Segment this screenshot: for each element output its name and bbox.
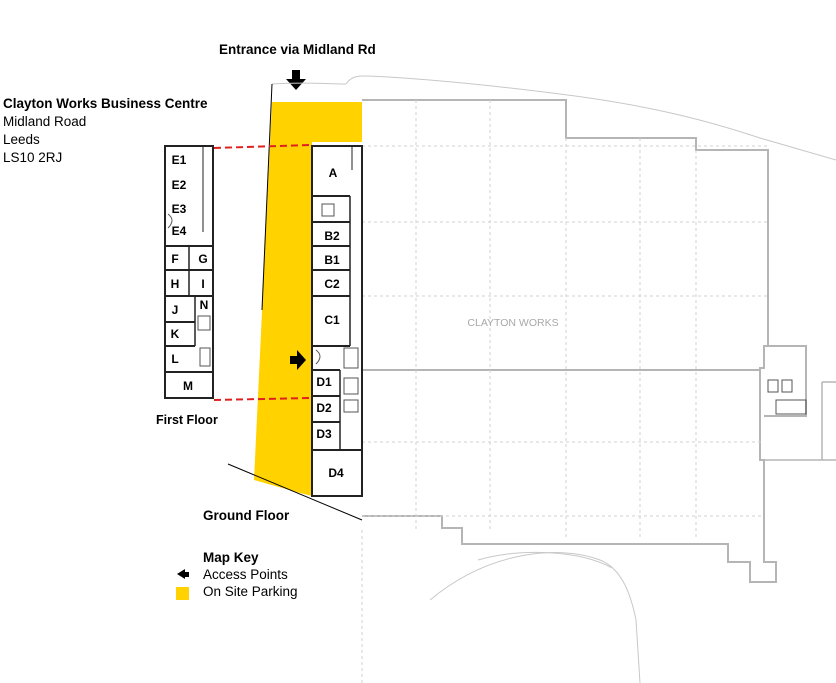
ground-floor-label: Ground Floor bbox=[203, 508, 290, 523]
unit-E4: E4 bbox=[172, 224, 187, 238]
boundary-line-bottom bbox=[227, 463, 363, 521]
first-floor-plan bbox=[164, 145, 214, 399]
arrow-down-icon bbox=[286, 70, 306, 90]
first-floor-details bbox=[167, 213, 211, 367]
parking-swatch bbox=[176, 587, 189, 600]
map-key-parking-label: On Site Parking bbox=[203, 584, 298, 599]
address-line-2: Leeds bbox=[3, 132, 40, 147]
unit-I: I bbox=[201, 277, 204, 291]
floor-connector-lines bbox=[213, 144, 311, 401]
unit-E1: E1 bbox=[172, 153, 187, 167]
unit-E3: E3 bbox=[172, 202, 187, 216]
stair-detail bbox=[767, 379, 807, 415]
ground-floor-details bbox=[315, 203, 359, 413]
unit-D3: D3 bbox=[316, 427, 332, 441]
unit-B1: B1 bbox=[324, 253, 340, 267]
unit-M: M bbox=[183, 379, 193, 393]
unit-F: F bbox=[171, 252, 178, 266]
boundary-line bbox=[261, 83, 273, 311]
ground-floor-plan bbox=[311, 145, 363, 497]
unit-L: L bbox=[171, 352, 178, 366]
entrance-label: Entrance via Midland Rd bbox=[219, 42, 376, 57]
unit-D2: D2 bbox=[316, 401, 332, 415]
unit-J: J bbox=[172, 303, 179, 317]
on-site-parking bbox=[254, 102, 362, 496]
clayton-works-building bbox=[362, 99, 836, 583]
address-postcode: LS10 2RJ bbox=[3, 150, 63, 165]
unit-C1: C1 bbox=[324, 313, 340, 327]
map-key-title: Map Key bbox=[203, 550, 259, 565]
unit-H: H bbox=[171, 277, 180, 291]
address-block: Clayton Works Business Centre Midland Ro… bbox=[3, 95, 208, 167]
address-line-1: Midland Road bbox=[3, 114, 87, 129]
grid-lines bbox=[361, 100, 768, 683]
first-floor-label: First Floor bbox=[156, 413, 218, 427]
unit-E2: E2 bbox=[172, 178, 187, 192]
unit-D4: D4 bbox=[328, 466, 344, 480]
map-key: Map Key Access Points On Site Parking bbox=[203, 549, 298, 600]
unit-K: K bbox=[171, 327, 180, 341]
clayton-works-label: CLAYTON WORKS bbox=[467, 317, 558, 329]
unit-B2: B2 bbox=[324, 229, 340, 243]
unit-N: N bbox=[200, 298, 209, 312]
unit-A: A bbox=[329, 166, 338, 180]
arrow-right-icon bbox=[290, 350, 306, 370]
map-key-access-label: Access Points bbox=[203, 567, 288, 582]
business-name: Clayton Works Business Centre bbox=[3, 96, 208, 111]
unit-G: G bbox=[198, 252, 207, 266]
unit-D1: D1 bbox=[316, 375, 332, 389]
unit-C2: C2 bbox=[324, 277, 340, 291]
arrow-left-icon bbox=[177, 569, 189, 579]
road-lines bbox=[271, 75, 836, 683]
